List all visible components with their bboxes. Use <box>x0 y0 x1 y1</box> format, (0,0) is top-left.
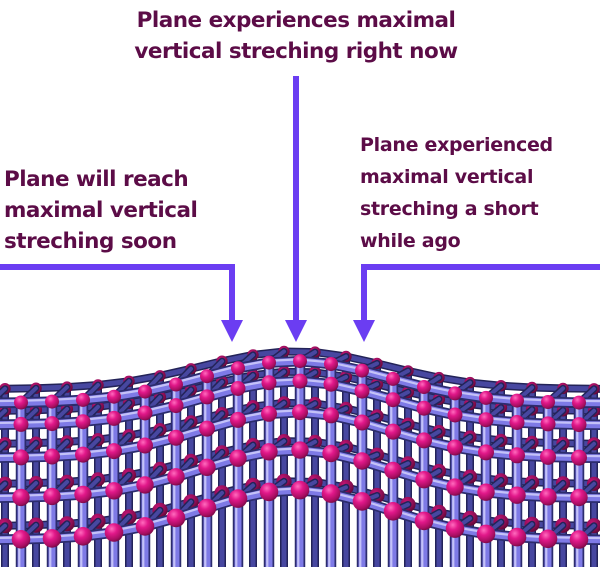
arrow-center <box>285 76 307 342</box>
annotation-now: Plane experiences maximal vertical strec… <box>0 5 592 67</box>
annotation-now-line-2: vertical streching right now <box>134 39 458 64</box>
arrowhead-right <box>353 320 375 342</box>
annotation-soon: Plane will reach maximal vertical strech… <box>4 164 198 257</box>
annotation-now-line-1: Plane experiences maximal <box>136 8 456 33</box>
annotation-soon-line-3: streching soon <box>4 229 177 254</box>
lattice <box>0 345 600 567</box>
arrow-left <box>0 264 243 342</box>
annotation-ago-line-1: Plane experienced <box>360 134 553 156</box>
arrow-right <box>353 264 600 342</box>
annotation-arrows <box>0 76 600 342</box>
arrowhead-center <box>285 320 307 342</box>
annotation-soon-line-1: Plane will reach <box>4 167 189 192</box>
annotation-ago-line-2: maximal vertical <box>360 166 534 188</box>
annotation-ago-line-4: while ago <box>360 230 461 252</box>
arrowhead-left <box>221 320 243 342</box>
annotation-ago-line-3: streching a short <box>360 198 539 220</box>
annotation-ago: Plane experienced maximal vertical strec… <box>360 129 553 257</box>
annotation-soon-line-2: maximal vertical <box>4 198 198 223</box>
